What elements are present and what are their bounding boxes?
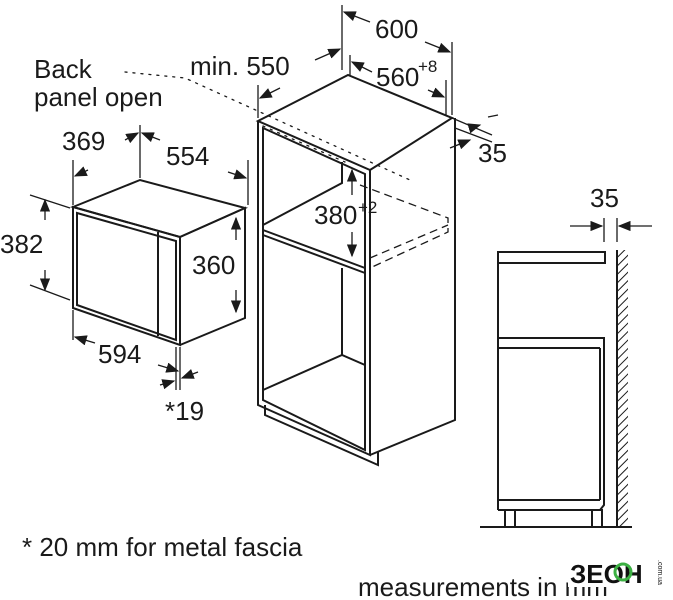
height-380-tolerance: +2 xyxy=(358,198,377,217)
gap-35-label: 35 xyxy=(478,138,507,168)
width-560-label: 560 xyxy=(376,62,419,92)
watermark-domain: .com.ua xyxy=(656,560,663,585)
height-360-label: 360 xyxy=(192,250,235,280)
depth-369-label: 369 xyxy=(62,126,105,156)
footnote-metal-fascia: * 20 mm for metal fascia xyxy=(22,532,303,562)
back-panel-label-line1: Back xyxy=(34,54,93,84)
side-view-drawing xyxy=(480,218,652,528)
side-gap-35-label: 35 xyxy=(590,183,619,213)
width-560-tolerance: +8 xyxy=(418,57,437,76)
microwave-dimension-lines xyxy=(29,125,249,390)
units-note: measurements in mm xyxy=(358,572,608,600)
height-380-label: 380 xyxy=(314,200,357,230)
microwave-drawing xyxy=(69,178,248,347)
width-600-label: 600 xyxy=(375,14,418,44)
width-554-label: 554 xyxy=(166,141,209,171)
width-594-label: 594 xyxy=(98,339,141,369)
fascia-19-label: *19 xyxy=(165,396,204,426)
back-panel-label-line2: panel open xyxy=(34,82,163,112)
min-depth-550-label: min. 550 xyxy=(190,51,290,81)
watermark-logo: ЗЕОН .com.ua xyxy=(568,557,668,589)
height-382-label: 382 xyxy=(0,229,43,259)
cabinet-dimension-lines xyxy=(257,5,499,258)
cabinet-drawing xyxy=(124,71,456,467)
